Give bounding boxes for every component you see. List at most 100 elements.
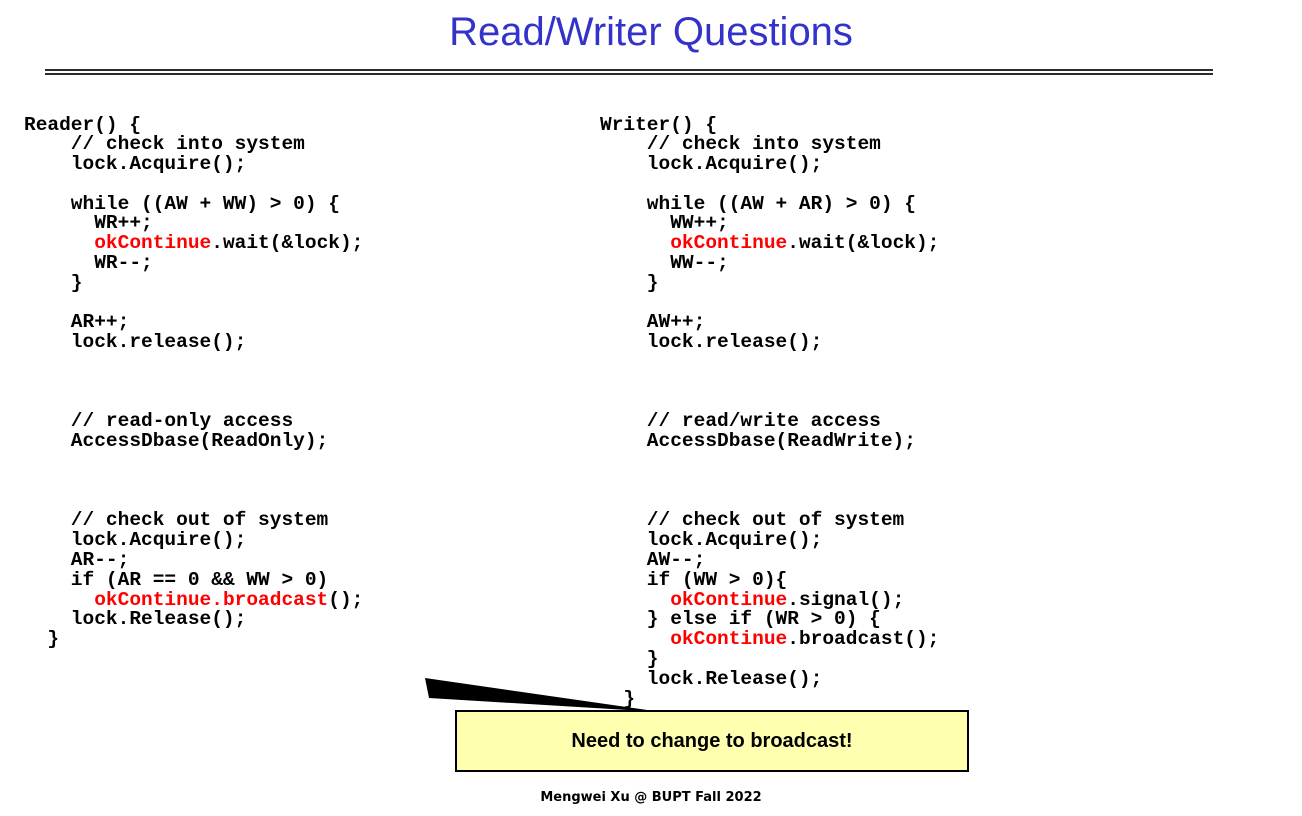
code-line: // read-only access bbox=[24, 412, 363, 432]
code-token: // check into system bbox=[24, 133, 305, 156]
code-token: if (AR == 0 && WW > 0) bbox=[24, 568, 329, 591]
code-line: WW--; bbox=[600, 252, 939, 275]
code-line: okContinue.wait(&lock); bbox=[24, 232, 364, 255]
code-token-highlight: okContinue bbox=[670, 628, 788, 651]
code-line bbox=[24, 373, 363, 393]
code-line: AW--; bbox=[600, 550, 939, 571]
code-token bbox=[600, 589, 670, 611]
code-line bbox=[24, 353, 363, 373]
slide-footer: Mengwei Xu @ BUPT Fall 2022 bbox=[540, 790, 762, 805]
code-token: AccessDbase(ReadOnly); bbox=[24, 430, 329, 453]
code-line: } bbox=[600, 271, 939, 294]
code-token: AR--; bbox=[24, 549, 130, 572]
code-token: WR--; bbox=[24, 252, 153, 275]
code-line bbox=[24, 472, 363, 492]
code-line: okContinue.broadcast(); bbox=[24, 588, 363, 611]
code-token: lock.Acquire(); bbox=[600, 153, 823, 176]
code-line: } else if (WR > 0) { bbox=[600, 610, 939, 630]
code-line: } bbox=[600, 648, 939, 671]
code-line: okContinue.signal(); bbox=[600, 588, 939, 611]
code-line: okContinue.wait(&lock); bbox=[600, 232, 940, 255]
code-line: WW++; bbox=[600, 214, 939, 234]
code-token: .wait(&lock); bbox=[211, 232, 364, 255]
code-token: // read/write access bbox=[600, 410, 881, 433]
code-token: // read-only access bbox=[24, 410, 294, 433]
code-line: } bbox=[24, 271, 363, 294]
code-token: lock.release(); bbox=[600, 331, 823, 354]
code-token: // check out of system bbox=[600, 509, 905, 532]
code-token: WW--; bbox=[600, 252, 729, 275]
code-token: AR++; bbox=[24, 311, 130, 334]
code-line: Reader() { bbox=[24, 113, 363, 136]
code-line: } bbox=[24, 628, 363, 651]
code-token: lock.Release(); bbox=[600, 667, 823, 690]
code-token: // check into system bbox=[600, 133, 881, 156]
code-token: .signal(); bbox=[787, 588, 905, 611]
code-token: AccessDbase(ReadWrite); bbox=[600, 430, 916, 453]
code-line: lock.Acquire(); bbox=[24, 529, 363, 552]
code-token: WW++; bbox=[600, 212, 729, 235]
code-token: lock.Acquire(); bbox=[24, 529, 247, 552]
code-token: lock.Release(); bbox=[24, 608, 247, 631]
code-line: AR++; bbox=[24, 313, 363, 333]
code-token: } bbox=[24, 628, 60, 651]
code-line bbox=[24, 452, 363, 472]
code-line: lock.Acquire(); bbox=[600, 153, 939, 176]
code-line: while ((AW + WW) > 0) { bbox=[24, 192, 363, 215]
code-line: // check out of system bbox=[24, 511, 363, 531]
code-line: // check into system bbox=[600, 133, 939, 156]
callout-text: Need to change to broadcast! bbox=[571, 729, 853, 752]
code-token: Writer() { bbox=[600, 113, 718, 136]
code-line: lock.release(); bbox=[600, 331, 939, 354]
code-token bbox=[600, 232, 670, 254]
code-line: if (WW > 0){ bbox=[600, 570, 939, 591]
code-line: okContinue.broadcast(); bbox=[600, 628, 940, 651]
code-line: WR--; bbox=[24, 252, 363, 275]
code-line: AccessDbase(ReadOnly); bbox=[24, 430, 363, 453]
code-token: Reader() { bbox=[24, 113, 142, 136]
code-line: AccessDbase(ReadWrite); bbox=[600, 430, 939, 453]
code-line: AR--; bbox=[24, 549, 363, 572]
code-line: if (AR == 0 && WW > 0) bbox=[24, 568, 363, 591]
title-divider bbox=[45, 69, 1213, 77]
code-token: } bbox=[600, 271, 659, 294]
code-line bbox=[600, 353, 939, 373]
code-line bbox=[600, 472, 939, 492]
code-token: lock.Acquire(); bbox=[24, 153, 247, 176]
code-token: .broadcast(); bbox=[787, 628, 940, 651]
code-token bbox=[24, 589, 94, 611]
writer-code-block: Writer() { // check into system lock.Acq… bbox=[600, 113, 940, 710]
code-token bbox=[24, 232, 94, 254]
code-line: lock.Release(); bbox=[24, 610, 363, 630]
code-token-highlight: okContinue.broadcast bbox=[94, 588, 329, 611]
code-token bbox=[600, 628, 670, 650]
reader-code-block: Reader() { // check into system lock.Acq… bbox=[24, 113, 364, 651]
code-line: // read/write access bbox=[600, 412, 939, 432]
callout-box: Need to change to broadcast! bbox=[455, 710, 969, 772]
code-line: lock.Acquire(); bbox=[24, 153, 363, 176]
code-line: Writer() { bbox=[600, 113, 939, 136]
code-token: .wait(&lock); bbox=[787, 232, 940, 255]
code-token: } bbox=[24, 271, 83, 294]
callout-leader-line bbox=[425, 678, 661, 712]
code-token: AW++; bbox=[600, 311, 706, 334]
code-token: lock.Acquire(); bbox=[600, 529, 823, 552]
code-line: lock.Release(); bbox=[600, 667, 939, 690]
code-token: } else if (WR > 0) { bbox=[600, 608, 881, 631]
code-line: // check out of system bbox=[600, 511, 939, 531]
code-line bbox=[600, 373, 939, 393]
code-token: while ((AW + WW) > 0) { bbox=[24, 192, 340, 215]
code-token: } bbox=[600, 648, 659, 671]
code-token-highlight: okContinue bbox=[670, 588, 788, 611]
code-token: // check out of system bbox=[24, 509, 329, 532]
code-token-highlight: okContinue bbox=[94, 232, 212, 255]
code-line bbox=[600, 452, 939, 472]
code-token: } bbox=[600, 687, 636, 710]
code-line: lock.Acquire(); bbox=[600, 529, 939, 552]
code-line: while ((AW + AR) > 0) { bbox=[600, 194, 939, 215]
code-line: } bbox=[600, 687, 939, 710]
divider-line-top bbox=[45, 69, 1213, 71]
code-line: WR++; bbox=[24, 214, 363, 234]
code-token: lock.release(); bbox=[24, 331, 247, 354]
code-line: AW++; bbox=[600, 313, 939, 333]
